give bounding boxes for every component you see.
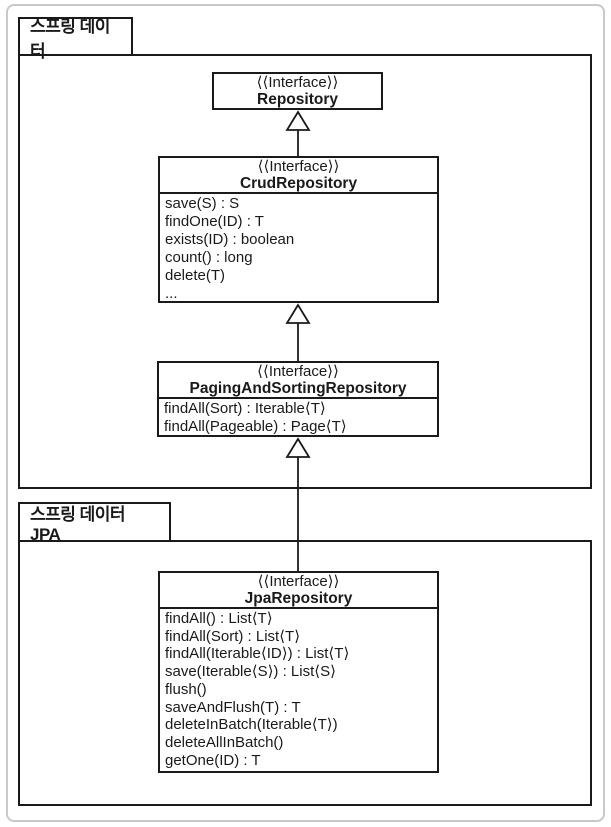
method-item: save(S) : S <box>165 195 240 212</box>
page-border <box>6 4 605 822</box>
method-item: deleteInBatch(Iterable⟨T⟩) <box>165 716 338 734</box>
class-name: CrudRepository <box>239 174 358 192</box>
method-item: ... <box>165 285 178 302</box>
class-header: ⟨⟨Interface⟩⟩ PagingAndSortingRepository <box>159 363 437 399</box>
class-name: JpaRepository <box>244 589 353 607</box>
class-box-jpa-repository: ⟨⟨Interface⟩⟩ JpaRepository findAll() : … <box>158 571 439 773</box>
method-item: findAll(Sort) : Iterable⟨T⟩ <box>164 400 326 417</box>
method-list: findAll(Sort) : Iterable⟨T⟩ findAll(Page… <box>159 399 437 436</box>
method-item: getOne(ID) : T <box>165 751 261 769</box>
stereotype-label: ⟨⟨Interface⟩⟩ <box>256 74 339 91</box>
stereotype-label: ⟨⟨Interface⟩⟩ <box>257 363 339 380</box>
class-box-paging-and-sorting-repository: ⟨⟨Interface⟩⟩ PagingAndSortingRepository… <box>157 361 439 437</box>
package-tab-spring-data: 스프링 데이터 <box>18 17 133 61</box>
package-tab-spring-data-jpa: 스프링 데이터 JPA <box>18 502 171 544</box>
method-item: deleteAllInBatch() <box>165 733 284 751</box>
class-name: Repository <box>257 90 338 108</box>
method-item: findAll() : List⟨T⟩ <box>165 610 273 627</box>
method-item: saveAndFlush(T) : T <box>165 698 301 716</box>
method-item: delete(T) <box>165 267 226 284</box>
method-item: count() : long <box>165 249 253 266</box>
method-item: findOne(ID) : T <box>165 213 264 230</box>
method-list: save(S) : S findOne(ID) : T exists(ID) :… <box>160 194 437 303</box>
method-list: findAll() : List⟨T⟩ findAll(Sort) : List… <box>160 609 437 769</box>
class-name: PagingAndSortingRepository <box>189 379 407 397</box>
method-item: findAll(Sort) : List⟨T⟩ <box>165 627 301 645</box>
method-item: save(Iterable⟨S⟩) : List⟨S⟩ <box>165 663 336 681</box>
method-item: findAll(Iterable⟨ID⟩) : List⟨T⟩ <box>165 645 350 663</box>
method-item: flush() <box>165 680 207 698</box>
stereotype-label: ⟨⟨Interface⟩⟩ <box>257 158 340 175</box>
package-label-spring-data: 스프링 데이터 <box>30 16 110 61</box>
class-header: ⟨⟨Interface⟩⟩ Repository <box>214 74 381 108</box>
package-label-spring-data-jpa: 스프링 데이터 JPA <box>30 504 126 544</box>
class-box-crud-repository: ⟨⟨Interface⟩⟩ CrudRepository save(S) : S… <box>158 156 439 303</box>
stereotype-label: ⟨⟨Interface⟩⟩ <box>257 573 340 590</box>
method-item: findAll(Pageable) : Page⟨T⟩ <box>164 418 347 435</box>
class-header: ⟨⟨Interface⟩⟩ JpaRepository <box>160 573 437 609</box>
method-item: exists(ID) : boolean <box>165 231 295 248</box>
class-header: ⟨⟨Interface⟩⟩ CrudRepository <box>160 158 437 194</box>
class-box-repository: ⟨⟨Interface⟩⟩ Repository <box>212 72 383 110</box>
